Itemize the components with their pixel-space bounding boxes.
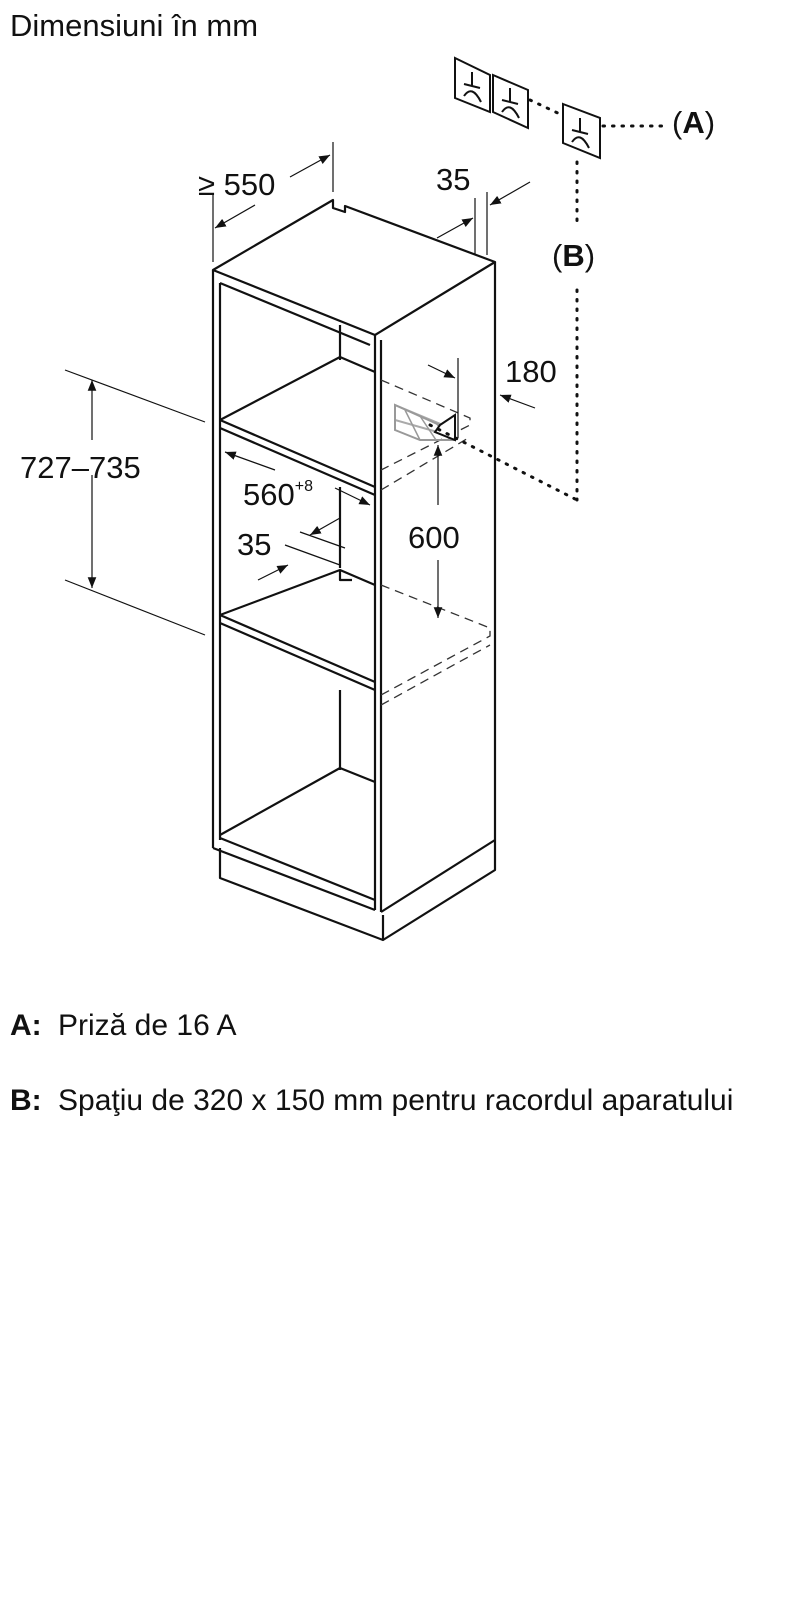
dotted-leaders (428, 98, 670, 502)
cabinet (211, 198, 497, 942)
socket-icon (454, 56, 491, 114)
installation-diagram: ≥ 550 35 (A) (B) 180 727–735 560+8 35 60… (20, 56, 715, 942)
hidden-lines (380, 379, 491, 706)
top-gap-label: 35 (436, 162, 470, 197)
legend-item-A: A: Priză de 16 A (10, 1007, 778, 1045)
legend-key: B: (10, 1084, 42, 1117)
socket-label-A: (A) (672, 105, 715, 140)
legend-item-B: B: Spaţiu de 320 x 150 mm pentru racordu… (10, 1082, 738, 1120)
space-offset-label: 180 (505, 354, 557, 389)
socket-icon (492, 73, 529, 130)
page-title: Dimensiuni în mm (10, 8, 259, 43)
socket-icons (454, 56, 601, 160)
socket-height-label: 600 (408, 520, 460, 555)
dimension-lines (64, 142, 536, 636)
height-range-label: 727–735 (20, 450, 141, 485)
socket-icon (562, 102, 601, 160)
legend-key: A: (10, 1009, 42, 1042)
depth-min-label: ≥ 550 (198, 167, 275, 202)
width-label: 560+8 (243, 477, 313, 512)
legend-text: Priză de 16 A (58, 1009, 237, 1042)
shelf-gap-label: 35 (237, 527, 271, 562)
space-label-B: (B) (552, 238, 595, 273)
legend-text: Spaţiu de 320 x 150 mm pentru racordul a… (58, 1084, 734, 1117)
